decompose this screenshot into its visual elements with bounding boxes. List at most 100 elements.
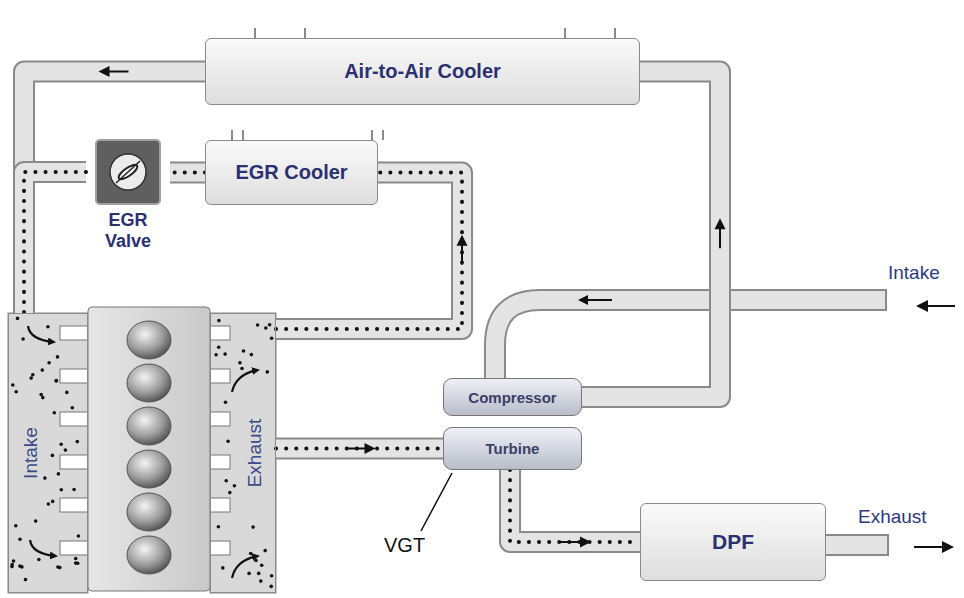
soot-dot [43, 476, 47, 480]
manifold-box: Exhaust [210, 313, 276, 593]
soot-dot [247, 572, 251, 576]
filter-box: DPF [640, 503, 826, 581]
soot-dot [233, 484, 237, 488]
cooler-box: Air-to-Air Cooler [205, 38, 640, 105]
soot-dot [240, 367, 244, 371]
soot-dot [238, 361, 242, 365]
node-label: Turbine [486, 440, 540, 457]
soot-dot [12, 559, 16, 563]
soot-dot [54, 379, 58, 383]
label-holder: Intake [19, 314, 43, 592]
soot-dot [217, 525, 221, 529]
soot-dot [47, 361, 51, 365]
soot-dot [266, 370, 270, 374]
leader-line [421, 473, 452, 531]
soot-dot [217, 345, 221, 349]
soot-dot [10, 563, 14, 567]
soot-dot [51, 454, 55, 458]
intake-port [60, 498, 88, 512]
exhaust-port [210, 498, 230, 512]
manifold-label: Exhaust [244, 419, 266, 488]
soot-dot [71, 406, 75, 410]
soot-dot [56, 565, 60, 569]
soot-dot [224, 479, 228, 483]
soot-dot [76, 440, 80, 444]
soot-dot [270, 337, 274, 341]
soot-dot [74, 557, 78, 561]
node-label: EGR Cooler [235, 161, 347, 184]
cooler-box: EGR Cooler [205, 140, 378, 205]
soot-dot [228, 491, 232, 495]
intake-port [60, 326, 88, 340]
soot-dot [269, 585, 273, 589]
soot-dot [254, 559, 258, 563]
cylinder [127, 493, 171, 531]
soot-dot [214, 353, 218, 357]
cylinder [127, 536, 171, 574]
intake-inlet-pipe [495, 289, 887, 382]
soot-dot [53, 411, 57, 415]
label-holder: Exhaust [243, 314, 267, 592]
compressor-box: Compressor [443, 378, 582, 416]
soot-dot [221, 566, 225, 570]
soot-dot [47, 502, 51, 506]
soot-dot [37, 558, 41, 562]
cylinder [127, 321, 171, 359]
soot-dot [223, 352, 227, 356]
pipe-connector [170, 172, 205, 173]
soot-dot [14, 524, 18, 528]
manifold-label: Intake [20, 427, 42, 479]
soot-dot [263, 549, 267, 553]
cylinder [127, 407, 171, 445]
exhaust-port [210, 326, 230, 340]
soot-dot [16, 317, 20, 321]
intake-port [60, 369, 88, 383]
soot-dot [46, 325, 50, 329]
soot-dot [34, 519, 38, 523]
node-label: Compressor [468, 389, 556, 406]
soot-dot [59, 443, 63, 447]
soot-dot [250, 353, 254, 357]
soot-dot [264, 326, 268, 330]
intake-port [60, 541, 88, 555]
soot-dot [39, 393, 43, 397]
exhaust-port [210, 412, 230, 426]
soot-dot [242, 349, 246, 353]
valve-node: EGR Valve [86, 139, 170, 261]
exhaust-outlet-pipe [818, 534, 888, 556]
soot-dot [268, 323, 272, 327]
soot-dot [21, 337, 25, 341]
soot-dot [226, 439, 230, 443]
valve-symbol [95, 139, 161, 205]
soot-dot [60, 488, 64, 492]
pipe-connector [24, 172, 86, 313]
soot-dot [29, 376, 33, 380]
cylinder [127, 450, 171, 488]
soot-dot [24, 578, 28, 582]
soot-dot [256, 323, 260, 327]
soot-dot [31, 373, 35, 377]
exhaust-manifold-fill [210, 313, 276, 593]
manifold-box: Intake [8, 313, 88, 593]
flow-arrows [28, 326, 258, 578]
node-label: DPF [712, 530, 754, 554]
soot-dot [74, 561, 78, 565]
part-label: VGT [384, 534, 425, 557]
flow-label: Exhaust [858, 506, 927, 528]
soot-dot [41, 368, 45, 372]
soot-dot [260, 563, 264, 567]
exhaust-port [210, 541, 230, 555]
soot-dot [55, 379, 59, 383]
exhaust-port [210, 455, 230, 469]
exhaust-port [210, 369, 230, 383]
pipe-connector [582, 72, 726, 398]
soot-dot [251, 525, 255, 529]
engine-block [88, 307, 210, 591]
intake-port [60, 412, 88, 426]
soot-dot [217, 319, 221, 323]
soot-dot [14, 390, 18, 394]
soot-dot [65, 391, 69, 395]
soot-dot [51, 500, 55, 504]
flow-label: Intake [888, 262, 940, 284]
